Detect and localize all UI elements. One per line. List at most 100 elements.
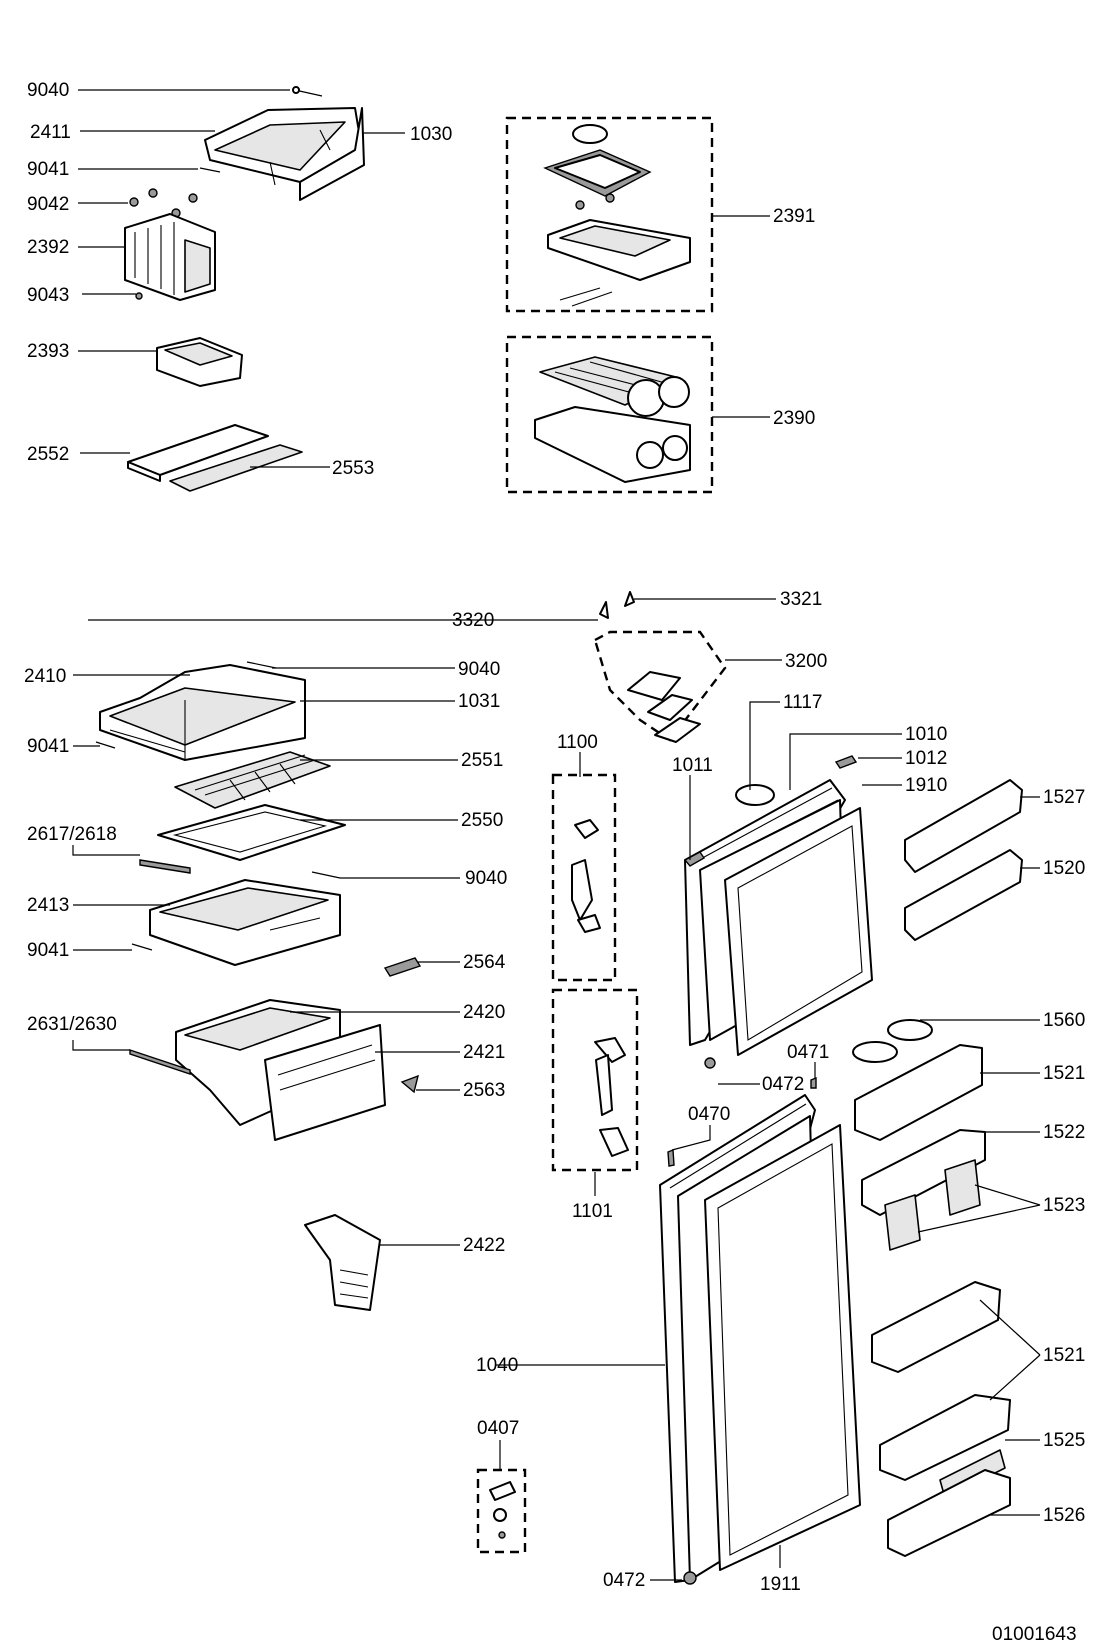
callout-2420: 2420	[463, 1002, 505, 1023]
callout-2552: 2552	[27, 444, 69, 465]
bottle-holder-1523-part	[884, 1159, 981, 1251]
hinge-0472-a-part	[704, 1057, 716, 1069]
tray-2393-part	[156, 337, 243, 387]
leader-lines	[72, 89, 1041, 1581]
callout-2410: 2410	[24, 666, 66, 687]
callout-2392: 2392	[27, 237, 69, 258]
panel-2552-part	[127, 424, 269, 482]
hinge-kit-0407-box	[476, 1468, 527, 1554]
screw-9040-part	[292, 86, 323, 97]
callout-1560: 1560	[1043, 1010, 1085, 1031]
ice-maker-kit-2391-box	[505, 116, 714, 313]
callout-2564: 2564	[463, 952, 506, 973]
callout-9042: 9042	[27, 194, 69, 215]
shelf-2551-part	[174, 751, 331, 809]
callout-1520: 1520	[1043, 858, 1085, 879]
fitting-kit-3200-box	[593, 630, 727, 742]
handle-kit-1101-box	[551, 988, 639, 1172]
cap-1012-part	[834, 755, 858, 769]
rail-2631-part	[129, 1049, 191, 1075]
callout-1911: 1911	[760, 1574, 801, 1595]
callout-1011: 1011	[672, 755, 713, 776]
callout-0472-b: 0472	[603, 1570, 645, 1591]
callout-2550: 2550	[461, 810, 503, 831]
pin-0470-part	[667, 1148, 675, 1167]
cap-1011-part	[683, 851, 705, 867]
callout-2422: 2422	[463, 1235, 505, 1256]
callout-1522: 1522	[1043, 1122, 1085, 1143]
callout-1910: 1910	[905, 775, 947, 796]
bin-1521-a-part	[854, 1044, 983, 1141]
callout-3321: 3321	[780, 589, 822, 610]
grille-2564-part	[383, 957, 422, 977]
callout-2413: 2413	[27, 895, 69, 916]
callout-9043: 9043	[27, 285, 69, 306]
rail-2617-part	[139, 859, 191, 874]
callout-9041-b: 9041	[27, 736, 69, 757]
handle-1101-part	[594, 1037, 629, 1157]
callout-1030: 1030	[410, 124, 452, 145]
drawer-2413-part	[149, 879, 341, 966]
callout-0472-a: 0472	[762, 1074, 804, 1095]
fitting-3200-part	[627, 671, 701, 743]
callout-1523: 1523	[1043, 1195, 1085, 1216]
gasket-1911-part	[704, 1124, 861, 1571]
callout-labels: 9040 2411 1030 9041 9042 2392 9043 2393 …	[24, 80, 1085, 1645]
callout-9040: 9040	[27, 80, 69, 101]
drawing-number: 01001643	[992, 1624, 1077, 1645]
pin-0471-part	[810, 1076, 817, 1089]
screw-9041-c-part	[131, 943, 153, 951]
callout-1527: 1527	[1043, 787, 1085, 808]
callout-1012: 1012	[905, 748, 947, 769]
callout-2553: 2553	[332, 458, 374, 479]
bin-1522-part	[861, 1129, 986, 1216]
ice-maker-2391-part	[543, 124, 691, 307]
crisper-cover-2421-part	[264, 1024, 386, 1141]
callout-0471: 0471	[787, 1042, 829, 1063]
callout-0470: 0470	[688, 1104, 730, 1125]
gasket-1910-part	[724, 807, 873, 1056]
callout-2421: 2421	[463, 1042, 505, 1063]
callout-2617-2618: 2617/2618	[27, 824, 117, 845]
callout-9040-b: 9040	[458, 659, 500, 680]
callout-1117: 1117	[783, 692, 822, 713]
callout-1040: 1040	[476, 1355, 518, 1376]
callout-3200: 3200	[785, 651, 827, 672]
knob-9042-part	[129, 188, 198, 218]
callout-2393: 2393	[27, 341, 69, 362]
handle-kit-1100-box	[551, 773, 617, 982]
callout-9041: 9041	[27, 159, 69, 180]
hinge-0407-part	[489, 1481, 516, 1539]
panel-2553-part	[169, 444, 303, 492]
bin-1520-part	[904, 849, 1023, 941]
callout-0407: 0407	[477, 1418, 519, 1439]
callout-1100: 1100	[557, 732, 598, 753]
callout-2563: 2563	[463, 1080, 505, 1101]
badge-1117-part	[735, 784, 775, 806]
screw-9041-part	[199, 167, 221, 173]
callout-1010: 1010	[905, 724, 947, 745]
callout-1525: 1525	[1043, 1430, 1085, 1451]
frame-2550-part	[157, 804, 346, 861]
screw-9043-part	[135, 292, 143, 300]
screw-9041-b-part	[95, 741, 116, 749]
clip-3321-part	[624, 591, 635, 607]
callout-3320: 3320	[452, 610, 494, 631]
bin-1521-b-part	[871, 1281, 1011, 1481]
hinge-pin-0472-part	[683, 1571, 697, 1585]
callout-1521-a: 1521	[1043, 1063, 1085, 1084]
clip-3320-part	[599, 601, 609, 619]
callout-9041-c: 9041	[27, 940, 69, 961]
callout-2391: 2391	[773, 206, 815, 227]
freezer-drawer-1031-part	[99, 664, 306, 761]
clip-2563-part	[400, 1074, 420, 1094]
bin-1527-part	[904, 779, 1023, 873]
freezer-drawer-1030-part	[204, 107, 365, 201]
callout-2411: 2411	[30, 122, 71, 143]
callout-1526: 1526	[1043, 1505, 1085, 1526]
callout-2631-2630: 2631/2630	[27, 1014, 117, 1035]
callout-1101: 1101	[572, 1201, 613, 1222]
callout-2551: 2551	[461, 750, 503, 771]
